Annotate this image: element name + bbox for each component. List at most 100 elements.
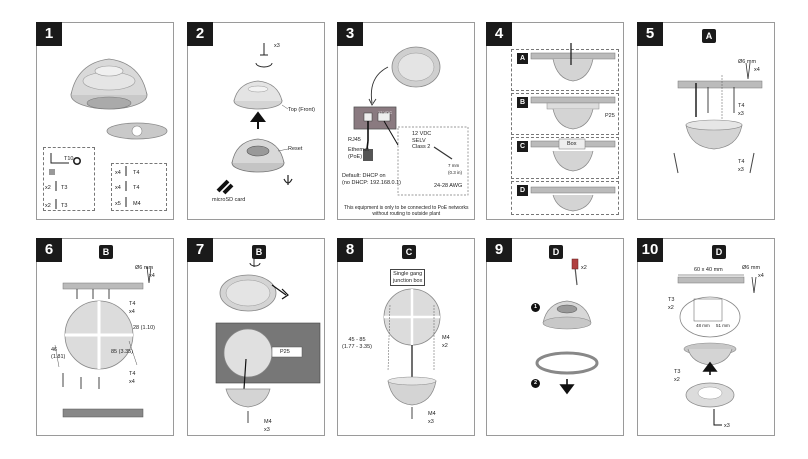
option-badge: D [549, 245, 563, 259]
pendant-mount-illustration [215, 253, 321, 423]
power-label: 12 VDC SELV Class 2 [412, 131, 432, 150]
flush-mount-illustration [677, 274, 757, 426]
screw-icons [49, 166, 127, 209]
qty-label: x4 [754, 67, 760, 73]
option-c-badge: C [517, 141, 528, 152]
dimension-label: 85 (3.35) [111, 349, 134, 355]
cover-removal-illustration [216, 43, 293, 195]
torx-label: T10 [64, 156, 74, 162]
step-number: 1 [36, 22, 62, 46]
step-number: 4 [486, 22, 512, 46]
screw-label: T4 [738, 103, 745, 109]
awg-label: 24-28 AWG [434, 183, 463, 189]
step-number: 9 [486, 238, 512, 262]
dimension-label: 28 (1.10) [133, 325, 156, 331]
option-badge: C [402, 245, 416, 259]
accessory-box-right [111, 163, 167, 211]
screw-label: M4 [428, 411, 436, 417]
screw-label: M4 [133, 201, 141, 207]
screw-label: T3 [61, 185, 68, 191]
option-d-badge: D [517, 185, 528, 196]
qty-label: x4 [129, 309, 135, 315]
drill-diameter-label: Ø6 mm [135, 265, 154, 271]
qty-label: x3 [264, 427, 270, 433]
step-panel-5: 5 A Ø6 mm x4 T4 x3 T4 x3 [637, 22, 775, 220]
screw-label: T3 [668, 297, 675, 303]
screw-label: T4 [129, 301, 136, 307]
dome-camera-illustration [70, 58, 168, 140]
drill-diameter-label: Ø6 mm [738, 59, 757, 65]
screw-label: T3 [61, 203, 68, 209]
qty-label: x3 [428, 419, 434, 425]
step-panel-1: 1 T10 x2 T3 x2 T3 x4 T4 x4 T4 x5 M4 [36, 22, 174, 220]
ethernet-label: Ethernet (PoE) [348, 147, 369, 160]
default-ip-label: Default: DHCP on (no DHCP: 192.168.0.1) [342, 173, 402, 186]
step-number: 5 [637, 22, 663, 46]
step-marker: 1 [531, 303, 540, 312]
qty-label: x3 [274, 43, 280, 49]
qty-label: x3 [724, 423, 730, 429]
qty-label: x2 [581, 265, 587, 271]
screw-label: T4 [738, 159, 745, 165]
box-label: Box [567, 141, 577, 147]
dimension-label: 48 mm [696, 323, 710, 328]
qty-label: x4 [758, 273, 764, 279]
step-panel-2: 2 x3 Top (Front) Reset microSD card [187, 22, 325, 220]
step-number: 6 [36, 238, 62, 262]
torx-key-icon [50, 153, 81, 166]
mount-options-illustration [530, 43, 616, 212]
step-number: 10 [637, 238, 663, 262]
dimension-label: 45 - 85 (1.77 - 3.35) [342, 337, 372, 350]
qty-label: x3 [738, 167, 744, 173]
qty-label: x5 [115, 201, 121, 207]
mount-plate-illustration [54, 266, 152, 418]
option-b-badge: B [517, 97, 528, 108]
poe-note: This equipment is only to be connected t… [344, 205, 469, 217]
option-badge: B [99, 245, 113, 259]
qty-label: x4 [149, 273, 155, 279]
step-panel-10: 10 D 60 x 40 mm Ø6 mm x4 T3 x2 48 mm 51 … [637, 238, 775, 436]
junction-box-label: Single gang junction box [390, 269, 426, 286]
dimension-label: 46 (1.81) [51, 347, 66, 360]
qty-label: x2 [668, 305, 674, 311]
step-panel-3: 3 12 VDC RJ45 Ethernet (PoE) Default: DH… [337, 22, 475, 220]
strip-length-label: 7 mm (0.3 in) [448, 163, 463, 175]
step-panel-7: 7 B P25 M4 x3 [187, 238, 325, 436]
step-number: 2 [187, 22, 213, 46]
option-c-box [511, 137, 619, 179]
step-number: 8 [337, 238, 363, 262]
junction-box-illustration [383, 288, 441, 419]
step-panel-4: 4 A B C D P25 Box [486, 22, 624, 220]
qty-label: x2 [45, 203, 51, 209]
screw-label: M4 [264, 419, 272, 425]
option-badge: B [252, 245, 266, 259]
screw-label: T4 [133, 170, 140, 176]
step-panel-6: 6 B Ø6 mm x4 T4 x4 28 (1.10) 46 (1.81) 8… [36, 238, 174, 436]
qty-label: x4 [129, 379, 135, 385]
reset-label: Reset [288, 146, 303, 152]
option-a-badge: A [517, 53, 528, 64]
screw-label: T4 [129, 371, 136, 377]
surface-mount-illustration [673, 62, 763, 174]
option-b-box [511, 93, 619, 135]
rj45-label: RJ45 [348, 137, 361, 143]
option-badge: A [702, 29, 716, 43]
dome-disassembly-illustration [535, 258, 599, 395]
dimension-label: 60 x 40 mm [694, 267, 723, 273]
qty-label: x2 [674, 377, 680, 383]
option-d-box [511, 181, 619, 215]
step-panel-9: 9 D x2 1 2 [486, 238, 624, 436]
p25-label: P25 [605, 113, 615, 119]
wiring-illustration [353, 46, 469, 196]
drill-diameter-label: Ø6 mm [742, 265, 761, 271]
qty-label: x4 [115, 185, 121, 191]
step-number: 3 [337, 22, 363, 46]
step-panel-8: 8 C Single gang junction box 45 - 85 (1.… [337, 238, 475, 436]
screw-label: T3 [674, 369, 681, 375]
p25-label: P25 [280, 349, 290, 355]
accessory-box-left [43, 147, 95, 211]
top-front-label: Top (Front) [288, 107, 315, 113]
step-number: 7 [187, 238, 213, 262]
screw-label: T4 [133, 185, 140, 191]
port-label: 12 VDC [378, 110, 393, 115]
